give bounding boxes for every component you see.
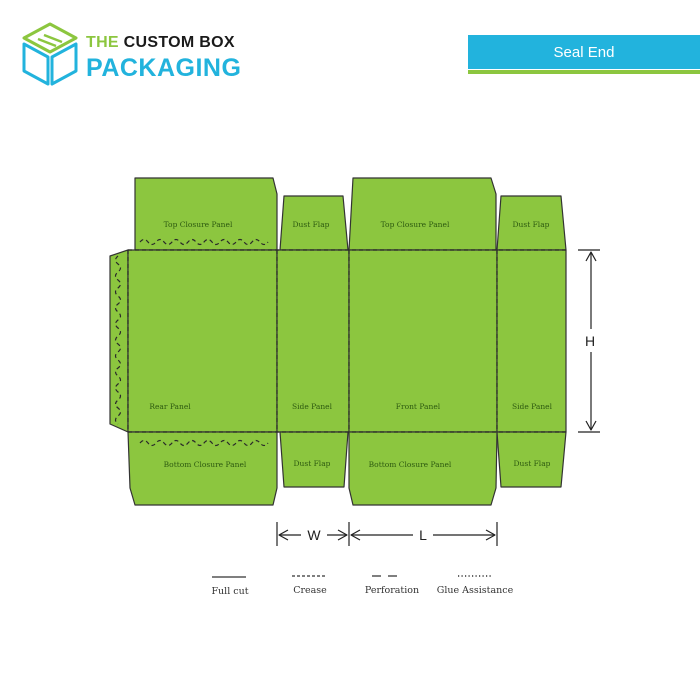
label-dust-flap-top-1: Dust Flap bbox=[293, 220, 330, 229]
box-style-banner: Seal End bbox=[468, 35, 700, 75]
top-closure-panel-left bbox=[134, 177, 278, 251]
rear-panel bbox=[127, 249, 278, 433]
box-style-label: Seal End bbox=[468, 35, 700, 69]
panel-labels: Top Closure Panel Dust Flap Top Closure … bbox=[149, 220, 552, 469]
length-dimension bbox=[350, 522, 498, 546]
label-side-panel-1: Side Panel bbox=[292, 402, 333, 411]
width-dimension bbox=[276, 522, 350, 546]
front-panel bbox=[348, 249, 498, 433]
glue-flap bbox=[109, 249, 129, 433]
brand-name-rest: CUSTOM BOX bbox=[123, 34, 235, 51]
brand-name-line2: PACKAGING bbox=[86, 54, 242, 82]
legend-perforation: Perforation bbox=[365, 585, 419, 596]
brand-name-line1: THE CUSTOM BOX bbox=[86, 34, 235, 52]
label-dust-flap-bottom-1: Dust Flap bbox=[294, 459, 331, 468]
brand-name-prefix: THE bbox=[86, 34, 119, 51]
legend-crease: Crease bbox=[293, 585, 327, 596]
height-label: H bbox=[585, 333, 595, 349]
label-dust-flap-bottom-2: Dust Flap bbox=[514, 459, 551, 468]
height-dimension bbox=[578, 249, 600, 433]
label-side-panel-2: Side Panel bbox=[512, 402, 553, 411]
label-bottom-closure-right: Bottom Closure Panel bbox=[369, 460, 452, 469]
label-bottom-closure-left: Bottom Closure Panel bbox=[164, 460, 247, 469]
top-closure-panel-right bbox=[348, 177, 497, 251]
width-label: W bbox=[307, 527, 321, 543]
label-dust-flap-top-2: Dust Flap bbox=[513, 220, 550, 229]
legend-full-cut: Full cut bbox=[211, 586, 248, 597]
crease-lines bbox=[114, 238, 566, 447]
label-rear-panel: Rear Panel bbox=[149, 402, 191, 411]
label-front-panel: Front Panel bbox=[396, 402, 441, 411]
label-top-closure-left: Top Closure Panel bbox=[164, 220, 233, 229]
label-top-closure-right: Top Closure Panel bbox=[381, 220, 450, 229]
brand-logo[interactable]: THE CUSTOM BOX PACKAGING bbox=[18, 22, 248, 86]
box-logo-icon bbox=[22, 22, 78, 86]
legend: Full cut Crease Perforation Glue Assista… bbox=[211, 575, 514, 597]
length-label: L bbox=[419, 527, 427, 543]
legend-glue-assistance: Glue Assistance bbox=[437, 585, 514, 596]
banner-accent-stripe bbox=[468, 70, 700, 74]
